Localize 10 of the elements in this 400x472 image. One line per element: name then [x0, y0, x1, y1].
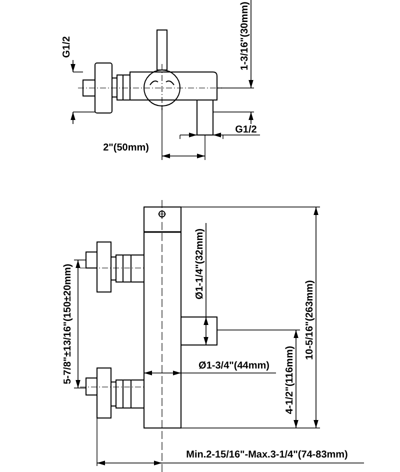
- dimension-label: Min.2-15/16"-Max.3-1/4"(74-83mm): [186, 450, 348, 460]
- dimension-label: 10-5/16"(263mm): [304, 280, 316, 360]
- dimension-label: Ø1-1/4"(32mm): [194, 228, 206, 300]
- dimension-label: 4-1/2"(116mm): [284, 346, 296, 414]
- dimension-label: Ø1-3/4"(44mm): [198, 360, 270, 372]
- thread-size-label: G1/2: [235, 124, 257, 136]
- dimension-label: 1-3/16"(30mm): [240, 2, 250, 70]
- dimension-label: 2"(50mm): [103, 142, 149, 154]
- dimension-label: 5-7/8"±13/16"(150±20mm): [62, 264, 74, 384]
- thread-size-label: G1/2: [62, 36, 72, 58]
